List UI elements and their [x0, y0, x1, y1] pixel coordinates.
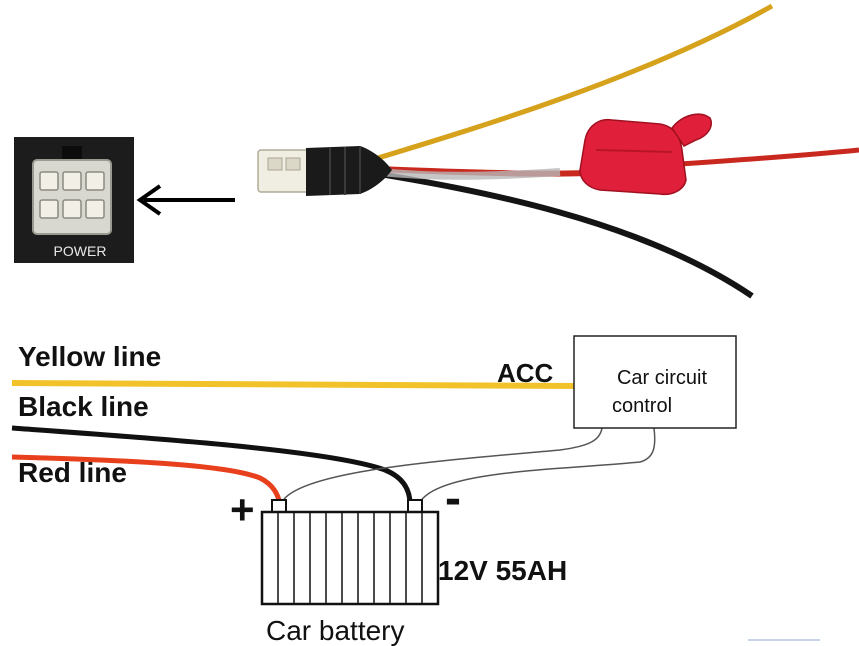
black-wire [11, 425, 413, 505]
connector-latch [62, 146, 82, 162]
battery-label: Car battery [266, 615, 405, 646]
white-plug [257, 149, 311, 193]
yellow-wire-photo [354, 3, 774, 168]
arrow-left-icon [136, 184, 235, 216]
black-wire-photo [354, 167, 754, 299]
power-connector-photo: POWER [14, 137, 134, 263]
battery-spec-label: 12V 55AH [438, 555, 567, 586]
control-box-line1: Car circuit [617, 367, 707, 389]
black-line-label: Black line [18, 391, 149, 422]
power-label: POWER [54, 243, 107, 259]
fuse-holder [579, 113, 712, 196]
car-battery [260, 499, 440, 606]
red-wire [11, 454, 283, 505]
control-box-line2: control [612, 395, 672, 417]
gray-tube [379, 168, 561, 180]
connector-socket [32, 159, 112, 235]
connector-pins [39, 171, 105, 219]
car-circuit-control-box: Car circuit control [573, 335, 737, 429]
yellow-wire [11, 380, 577, 389]
red-wire-photo-right [679, 147, 859, 167]
negative-terminal [407, 499, 423, 513]
control-wire-negative [419, 427, 656, 503]
negative-sign: - [445, 472, 461, 525]
battery-cells [277, 512, 423, 604]
cable-photo [257, 3, 859, 299]
yellow-line-label: Yellow line [18, 341, 161, 372]
positive-sign: + [230, 486, 255, 533]
black-boot [306, 146, 392, 196]
control-wire-positive [281, 427, 603, 503]
positive-terminal [271, 499, 287, 513]
